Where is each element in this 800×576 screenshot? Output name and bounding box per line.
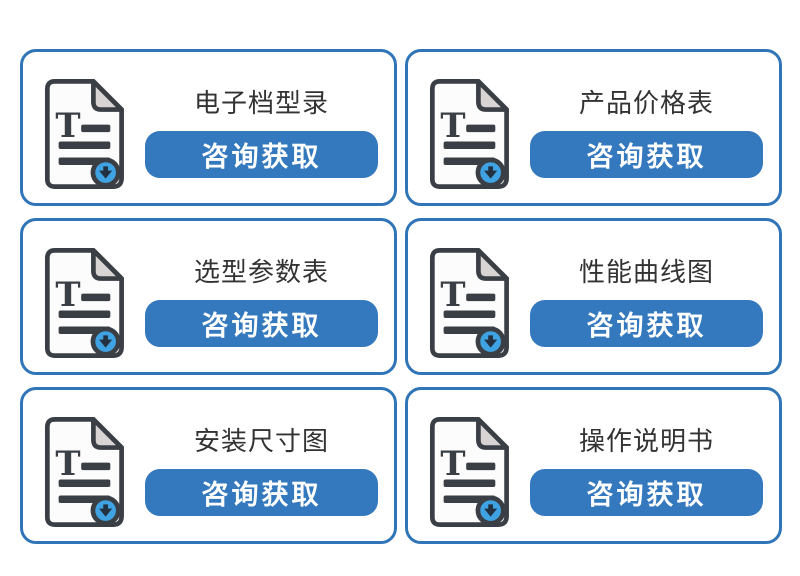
consult-button[interactable]: 咨询获取 — [145, 299, 378, 347]
document-letter: T — [55, 442, 80, 482]
resource-card: T 安装尺寸图 咨询获取 — [20, 387, 397, 544]
document-download-icon: T — [422, 244, 516, 362]
document-download-icon: T — [37, 244, 131, 362]
document-download-icon: T — [37, 413, 131, 531]
document-letter: T — [55, 273, 80, 313]
consult-button[interactable]: 咨询获取 — [145, 130, 378, 178]
card-content: 选型参数表 咨询获取 — [145, 257, 378, 347]
document-download-icon: T — [422, 413, 516, 531]
consult-button[interactable]: 咨询获取 — [530, 299, 763, 347]
card-content: 操作说明书 咨询获取 — [530, 426, 763, 516]
card-title: 安装尺寸图 — [193, 425, 329, 456]
resource-card: T 性能曲线图 咨询获取 — [405, 218, 782, 375]
resource-card: T 操作说明书 咨询获取 — [405, 387, 782, 544]
card-title: 电子档型录 — [193, 87, 329, 118]
document-download-icon: T — [37, 75, 131, 193]
resource-card: T 产品价格表 咨询获取 — [405, 49, 782, 206]
resource-card: T 电子档型录 咨询获取 — [20, 49, 397, 206]
document-letter: T — [440, 273, 465, 313]
resource-card: T 选型参数表 咨询获取 — [20, 218, 397, 375]
card-content: 电子档型录 咨询获取 — [145, 88, 378, 178]
card-content: 产品价格表 咨询获取 — [530, 88, 763, 178]
document-letter: T — [55, 104, 80, 144]
card-title: 操作说明书 — [578, 425, 714, 456]
consult-button[interactable]: 咨询获取 — [145, 468, 378, 516]
card-content: 安装尺寸图 咨询获取 — [145, 426, 378, 516]
card-title: 产品价格表 — [578, 87, 714, 118]
document-letter: T — [440, 104, 465, 144]
card-title: 性能曲线图 — [578, 256, 714, 287]
card-content: 性能曲线图 咨询获取 — [530, 257, 763, 347]
consult-button[interactable]: 咨询获取 — [530, 468, 763, 516]
consult-button[interactable]: 咨询获取 — [530, 130, 763, 178]
card-grid: T 电子档型录 咨询获取 T — [20, 49, 782, 544]
document-letter: T — [440, 442, 465, 482]
card-title: 选型参数表 — [193, 256, 329, 287]
document-download-icon: T — [422, 75, 516, 193]
